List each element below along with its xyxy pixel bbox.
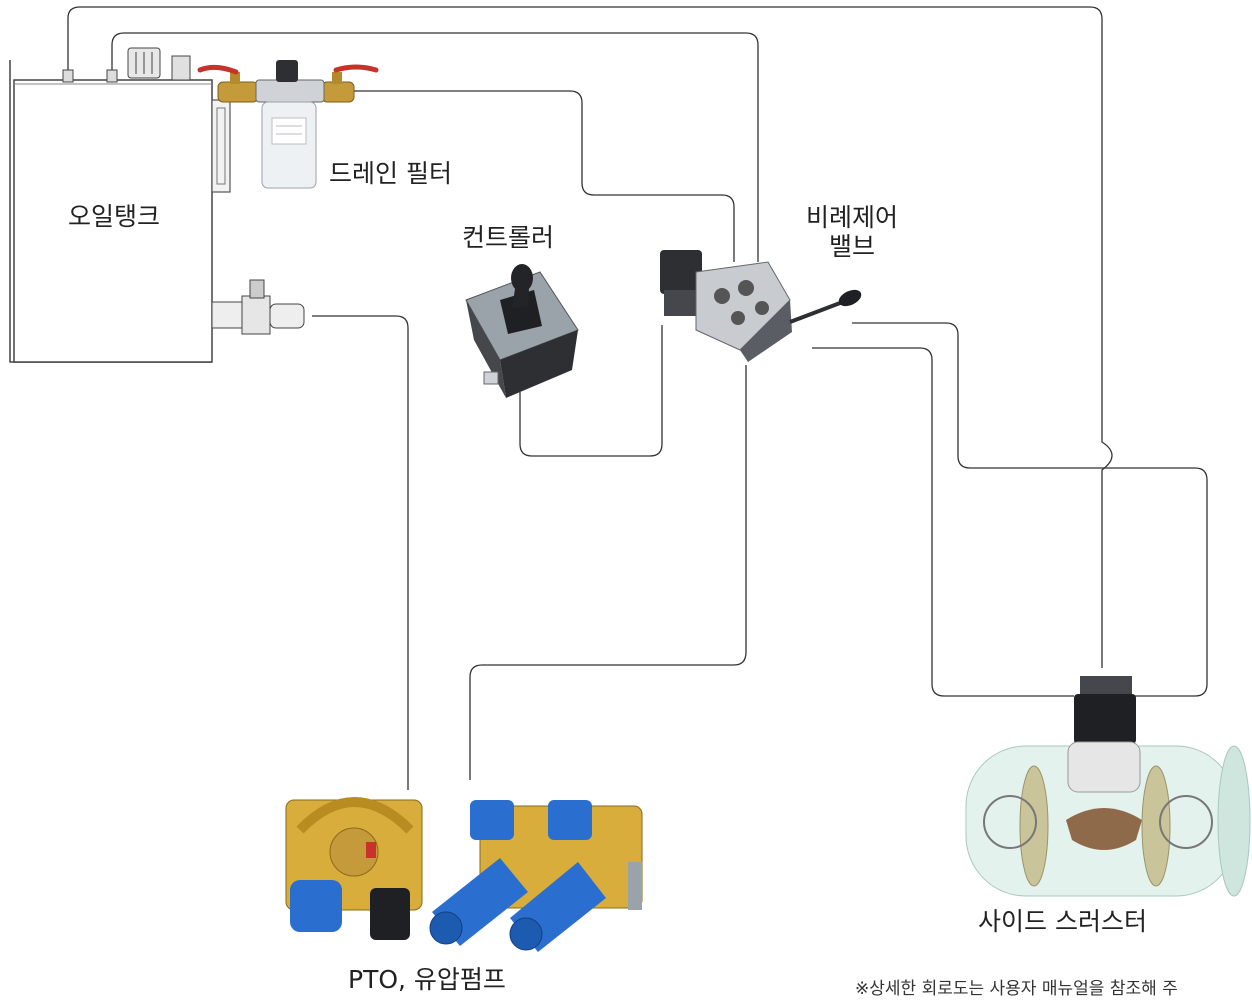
footnote: ※상세한 회로도는 사용자 매뉴얼을 참조해 주 <box>855 979 1178 999</box>
line-filter-to-valve <box>350 90 735 262</box>
pto-hydraulic-pumps <box>285 797 643 952</box>
drain-filter <box>197 60 379 189</box>
proportional-valve-label-line2: 밸브 <box>828 231 875 261</box>
oil-tank <box>9 47 305 363</box>
proportional-valve-label-line1: 비례제어 <box>805 203 898 232</box>
side-thruster <box>965 676 1251 897</box>
line-tank-to-thruster-return <box>67 6 1113 668</box>
line-tank-suction-to-pto <box>312 315 409 790</box>
line-valve-to-thruster-b <box>812 347 1074 697</box>
drain-filter-label: 드레인 필터 <box>329 159 452 188</box>
controller-label: 컨트롤러 <box>462 223 555 252</box>
hydraulic-lines <box>67 6 1208 790</box>
line-valve-to-thruster-a <box>852 322 1208 697</box>
oil-tank-label: 오일탱크 <box>68 202 161 231</box>
pto-pump-label: PTO, 유압펌프 <box>348 965 506 994</box>
proportional-valve-label: 비례제어 밸브 <box>796 203 908 262</box>
line-tank-to-valve <box>111 32 759 262</box>
side-thruster-label: 사이드 스러스터 <box>978 907 1147 936</box>
line-controller-to-valve <box>519 325 663 457</box>
line-valve-to-pump <box>469 365 747 780</box>
joystick-controller <box>465 264 579 398</box>
proportional-control-valve <box>660 250 862 362</box>
